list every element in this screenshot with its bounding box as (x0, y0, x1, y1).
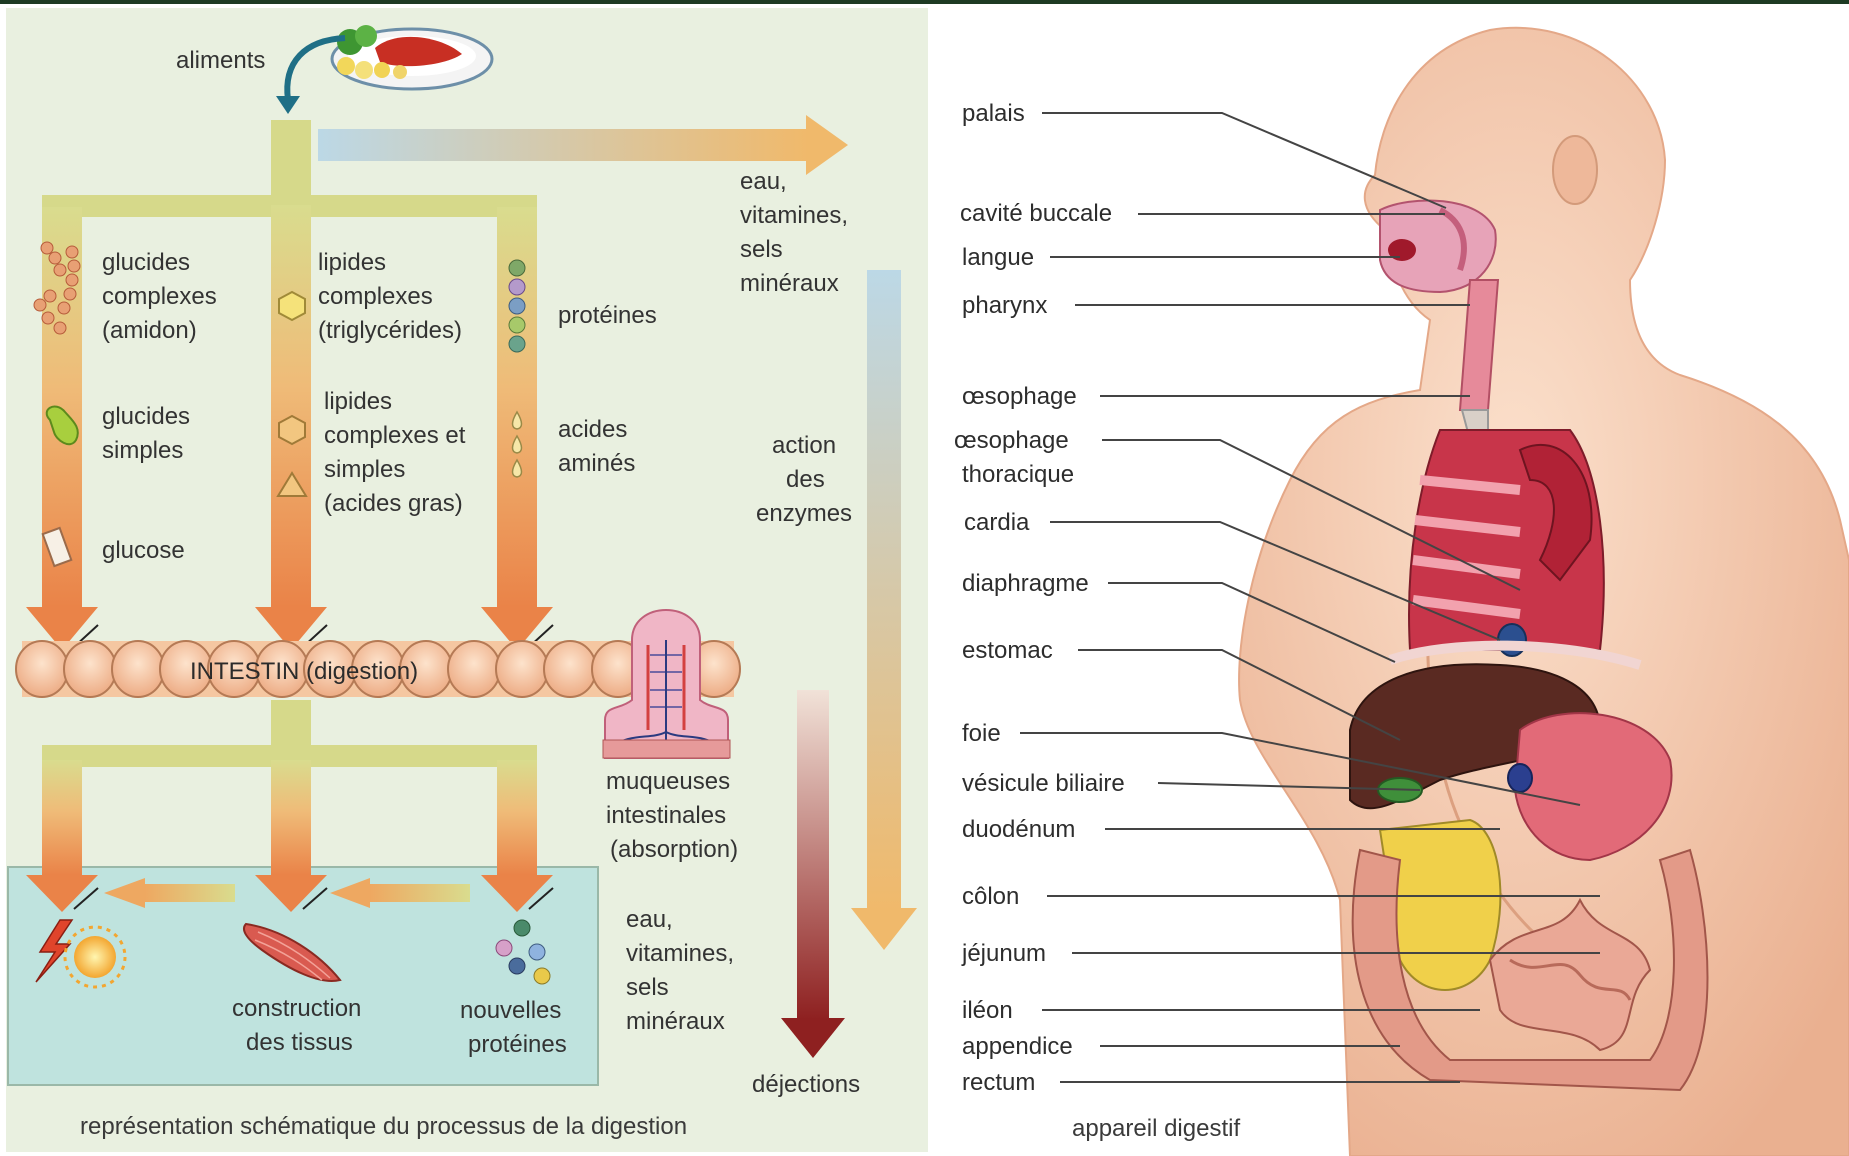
svg-text:construction: construction (232, 995, 361, 1022)
label-vesicule-biliaire: vésicule biliaire (962, 770, 1125, 797)
glucose-label: glucose (102, 537, 185, 564)
svg-text:complexes: complexes (102, 283, 217, 310)
svg-text:enzymes: enzymes (756, 500, 852, 527)
svg-text:nouvelles: nouvelles (460, 997, 561, 1024)
left-caption: représentation schématique du processus … (80, 1113, 687, 1140)
intestine-segment (112, 641, 164, 697)
svg-text:des: des (786, 466, 825, 493)
svg-text:(triglycérides): (triglycérides) (318, 317, 462, 344)
label-pharynx: pharynx (962, 292, 1047, 319)
label-duodenum: duodénum (962, 816, 1075, 843)
intestine-segment (544, 641, 596, 697)
svg-text:lipides: lipides (318, 249, 386, 276)
label-oesophage-thoracique-2: thoracique (962, 461, 1074, 488)
svg-text:vitamines,: vitamines, (740, 202, 848, 229)
intestine-segment (16, 641, 68, 697)
label-foie: foie (962, 720, 1001, 747)
label-appendice: appendice (962, 1033, 1073, 1060)
fatty-acid-hexagon-icon (279, 416, 305, 444)
svg-text:eau,: eau, (740, 168, 787, 195)
label-cavite-buccale: cavité buccale (960, 200, 1112, 227)
aliments-label: aliments (176, 47, 265, 74)
protein-chain-icon (509, 260, 525, 352)
svg-text:(amidon): (amidon) (102, 317, 197, 344)
svg-text:simples: simples (324, 456, 405, 483)
label-oesophage: œsophage (962, 383, 1077, 410)
label-estomac: estomac (962, 637, 1053, 664)
dejections-label: déjections (752, 1071, 860, 1098)
svg-text:complexes et: complexes et (324, 422, 466, 449)
intestine-segment (448, 641, 500, 697)
svg-text:vitamines,: vitamines, (626, 940, 734, 967)
svg-text:(acides gras): (acides gras) (324, 490, 463, 517)
label-rectum: rectum (962, 1069, 1035, 1096)
svg-text:glucides: glucides (102, 249, 190, 276)
label-diaphragme: diaphragme (962, 570, 1089, 597)
label-colon: côlon (962, 883, 1019, 910)
svg-text:sels: sels (626, 974, 669, 1001)
svg-text:minéraux: minéraux (740, 270, 839, 297)
svg-text:muqueuses: muqueuses (606, 768, 730, 795)
svg-text:protéines: protéines (468, 1031, 567, 1058)
label-ileon: iléon (962, 997, 1013, 1024)
svg-text:complexes: complexes (318, 283, 433, 310)
svg-text:simples: simples (102, 437, 183, 464)
triglyceride-hexagon-icon (279, 292, 305, 320)
svg-text:minéraux: minéraux (626, 1008, 725, 1035)
intestine-label: INTESTIN (digestion) (190, 658, 418, 685)
label-palais: palais (962, 100, 1025, 127)
svg-text:des tissus: des tissus (246, 1029, 353, 1056)
label-oesophage-thoracique-1: œsophage (954, 427, 1069, 454)
label-langue: langue (962, 244, 1034, 271)
right-caption: appareil digestif (1072, 1115, 1240, 1142)
lungs-and-ribs (1409, 430, 1604, 656)
svg-text:acides: acides (558, 416, 627, 443)
svg-text:aminés: aminés (558, 450, 635, 477)
label-jejunum: jéjunum (961, 940, 1046, 967)
svg-text:glucides: glucides (102, 403, 190, 430)
amino-acid-drops-icon (513, 412, 522, 477)
svg-text:(absorption): (absorption) (610, 836, 738, 863)
svg-text:sels: sels (740, 236, 783, 263)
svg-text:eau,: eau, (626, 906, 673, 933)
proteins-label: protéines (558, 302, 657, 329)
mucosa-label: muqueuses intestinales (absorption) (606, 768, 738, 863)
intestine-segment (496, 641, 548, 697)
intestine-segment (64, 641, 116, 697)
svg-text:lipides: lipides (324, 388, 392, 415)
svg-text:intestinales: intestinales (606, 802, 726, 829)
label-cardia: cardia (964, 509, 1030, 536)
svg-text:action: action (772, 432, 836, 459)
